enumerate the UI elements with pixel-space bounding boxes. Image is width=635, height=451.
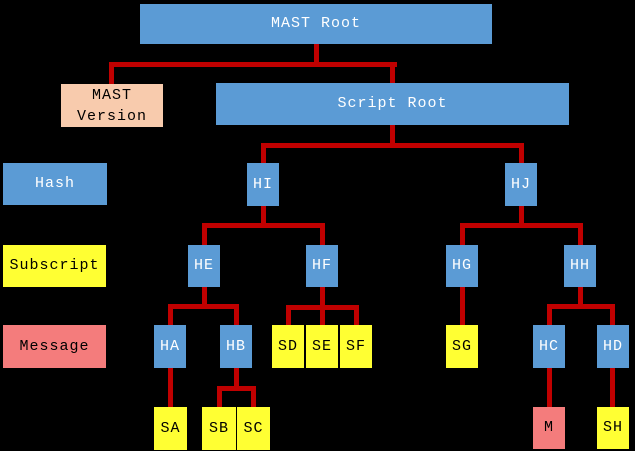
connector-segment [202,223,325,228]
node-hj: HJ [505,163,537,206]
node-script-root: Script Root [216,83,569,125]
node-hi-label: HI [252,175,273,193]
connector-segment [286,305,359,310]
node-hj-label: HJ [510,175,531,193]
node-sa-label: SA [160,419,181,437]
node-mast-version: MAST Version [61,84,163,127]
connector-segment [610,304,615,325]
connector-segment [234,304,239,325]
connector-segment [168,304,239,309]
connector-segment [202,223,207,245]
node-sf-label: SF [345,337,366,355]
node-hf: HF [306,245,338,287]
node-sb: SB [202,407,236,450]
node-hc-label: HC [538,337,559,355]
node-se-label: SE [311,337,332,355]
node-m: M [533,407,565,449]
node-hd-label: HD [602,337,623,355]
connector-segment [610,368,615,407]
node-sd: SD [272,325,304,368]
node-hb: HB [220,325,252,368]
node-hf-label: HF [311,257,332,274]
node-sh-label: SH [602,419,623,436]
node-hd: HD [597,325,629,368]
node-mast-root: MAST Root [140,4,492,44]
connector-segment [168,368,173,407]
connector-segment [460,223,583,228]
node-hh: HH [564,245,596,287]
node-sh: SH [597,407,629,449]
node-sf: SF [340,325,372,368]
node-hh-label: HH [569,257,590,274]
connector-segment [286,305,291,325]
connector-segment [234,368,239,390]
node-sc-label: SC [243,419,264,437]
row-label-message: Message [3,325,106,368]
connector-segment [217,386,222,407]
connector-segment [251,386,256,407]
node-he-label: HE [193,257,214,274]
connector-segment [578,287,583,308]
node-ha-label: HA [159,337,180,355]
node-he: HE [188,245,220,287]
connector-segment [578,223,583,245]
node-hg: HG [446,245,478,287]
connector-segment [547,304,552,325]
connector-segment [261,143,524,148]
node-hb-label: HB [225,337,246,355]
node-ha: HA [154,325,186,368]
connector-segment [354,305,359,325]
connector-segment [202,287,207,308]
node-sc: SC [237,407,270,450]
node-mast-root-label: MAST Root [270,15,361,32]
connector-segment [261,206,266,227]
connector-segment [547,304,615,309]
connector-segment [109,62,114,84]
node-m-label: M [543,419,554,436]
node-se: SE [306,325,338,368]
connector-segment [320,223,325,245]
connector-segment [109,62,397,67]
node-mast-version-line1: MAST [91,86,132,104]
row-label-hash-text: Hash [34,175,75,192]
connector-segment [168,304,173,325]
row-label-subscript: Subscript [3,245,106,287]
node-sa: SA [154,407,187,450]
node-mast-version-line2: Version [76,107,147,125]
row-label-subscript-text: Subscript [9,257,100,274]
connector-segment [390,125,395,147]
connector-segment [390,62,395,83]
node-sd-label: SD [277,337,298,355]
node-hc: HC [533,325,565,368]
connector-segment [217,386,256,391]
connector-segment [314,43,319,67]
node-hi: HI [247,163,279,206]
connector-segment [519,206,524,227]
connector-segment [460,223,465,245]
connector-segment [261,143,266,163]
node-hg-label: HG [451,257,472,274]
connector-segment [547,368,552,407]
node-sg: SG [446,325,478,368]
row-label-message-text: Message [19,337,90,355]
connector-segment [460,287,465,326]
node-sb-label: SB [208,419,229,437]
node-script-root-label: Script Root [337,95,448,112]
node-sg-label: SG [451,337,472,355]
row-label-hash: Hash [3,163,107,205]
connector-segment [519,143,524,163]
